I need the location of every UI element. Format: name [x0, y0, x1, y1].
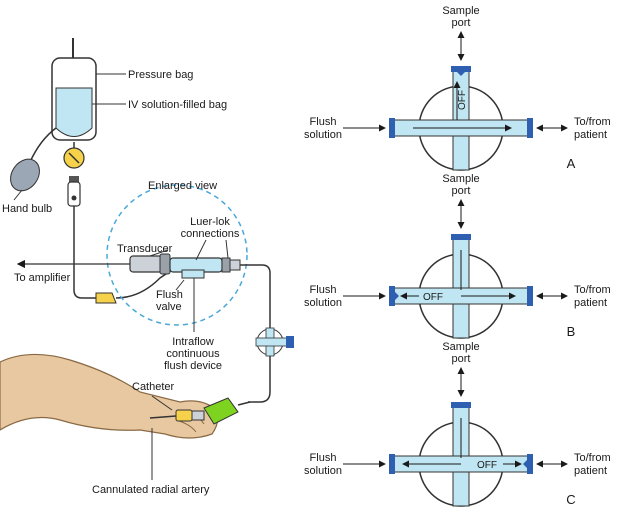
catheter [149, 415, 177, 419]
vertical-channel-bottom [452, 303, 470, 339]
to-from-patient-label: patient [574, 129, 607, 141]
off-marker [389, 286, 399, 306]
panel-letter: C [566, 492, 575, 507]
drip-chamber [67, 181, 81, 207]
sample-port-label: Sample [442, 341, 479, 353]
right-port-cap [527, 286, 533, 306]
drip-spike [69, 176, 79, 182]
flush-solution-label: Flush [310, 284, 337, 296]
label-continuous: continuous [166, 348, 220, 360]
sample-port-label: port [452, 185, 471, 197]
green-connector [203, 397, 239, 425]
sample-port-label: port [452, 353, 471, 365]
label-pressure-bag: Pressure bag [128, 69, 193, 81]
sample-port-label: Sample [442, 173, 479, 185]
patient-tubing [240, 264, 271, 330]
stopcock-panels: OFFSampleportFlushsolutionTo/frompatient… [304, 5, 611, 507]
to-from-patient-label: To/from [574, 284, 611, 296]
left-port-cap [389, 118, 395, 138]
label-transducer: Transducer [117, 243, 173, 255]
hand-bulb [10, 158, 40, 192]
leader-catheter [151, 395, 173, 411]
label-luer-lok-connections: connections [181, 228, 240, 240]
sample-port-label: port [452, 17, 471, 29]
label-iv-bag: IV solution-filled bag [128, 99, 227, 111]
label-intraflow: Intraflow [172, 336, 214, 348]
flush-solution-label: Flush [310, 452, 337, 464]
iv-tubing [73, 206, 100, 299]
flush-solution-label: solution [304, 297, 342, 309]
flush-solution-label: solution [304, 465, 342, 477]
vertical-channel-bottom [452, 471, 470, 507]
panel-letter: A [567, 156, 576, 171]
label-luer-lok: Luer-lok [190, 216, 230, 228]
sample-port-cap [451, 234, 471, 240]
off-label: OFF [477, 460, 497, 471]
flush-solution-label: solution [304, 129, 342, 141]
off-marker [523, 454, 533, 474]
label-radial-artery: Cannulated radial artery [92, 484, 210, 496]
off-marker [451, 66, 471, 76]
vertical-channel-bottom [452, 135, 470, 171]
enlarged-view-circle [106, 184, 248, 326]
sample-port-label: Sample [442, 5, 479, 17]
to-from-patient-label: patient [574, 297, 607, 309]
sample-port-cap [451, 402, 471, 408]
off-label: OFF [423, 292, 443, 303]
label-flush: Flush [156, 289, 183, 301]
label-to-amplifier: To amplifier [14, 272, 71, 284]
gauge-needle [68, 152, 80, 164]
left-port-cap [389, 454, 395, 474]
iv-solution-bag [55, 87, 93, 137]
flush-solution-label: Flush [310, 116, 337, 128]
label-valve: valve [156, 301, 182, 313]
luer-lok-connection [229, 259, 241, 271]
off-label: OFF [457, 90, 468, 110]
iv-pressure-setup [10, 38, 294, 403]
yellow-connector [95, 292, 117, 304]
flush-valve [181, 269, 205, 279]
to-from-patient-label: To/from [574, 116, 611, 128]
panel-letter: B [567, 324, 576, 339]
left-labels: Pressure bag IV solution-filled bag Hand… [2, 69, 240, 496]
bulb-tube [29, 127, 57, 163]
catheter-hub [175, 409, 193, 422]
label-enlarged-view: Enlarged view [148, 180, 217, 192]
luer-lok-connection [221, 257, 231, 273]
right-port-cap [527, 118, 533, 138]
label-catheter: Catheter [132, 381, 175, 393]
to-from-patient-label: To/from [574, 452, 611, 464]
label-flush-device: flush device [164, 360, 222, 372]
label-hand-bulb: Hand bulb [2, 203, 52, 215]
to-from-patient-label: patient [574, 465, 607, 477]
patient-arm [0, 353, 251, 480]
